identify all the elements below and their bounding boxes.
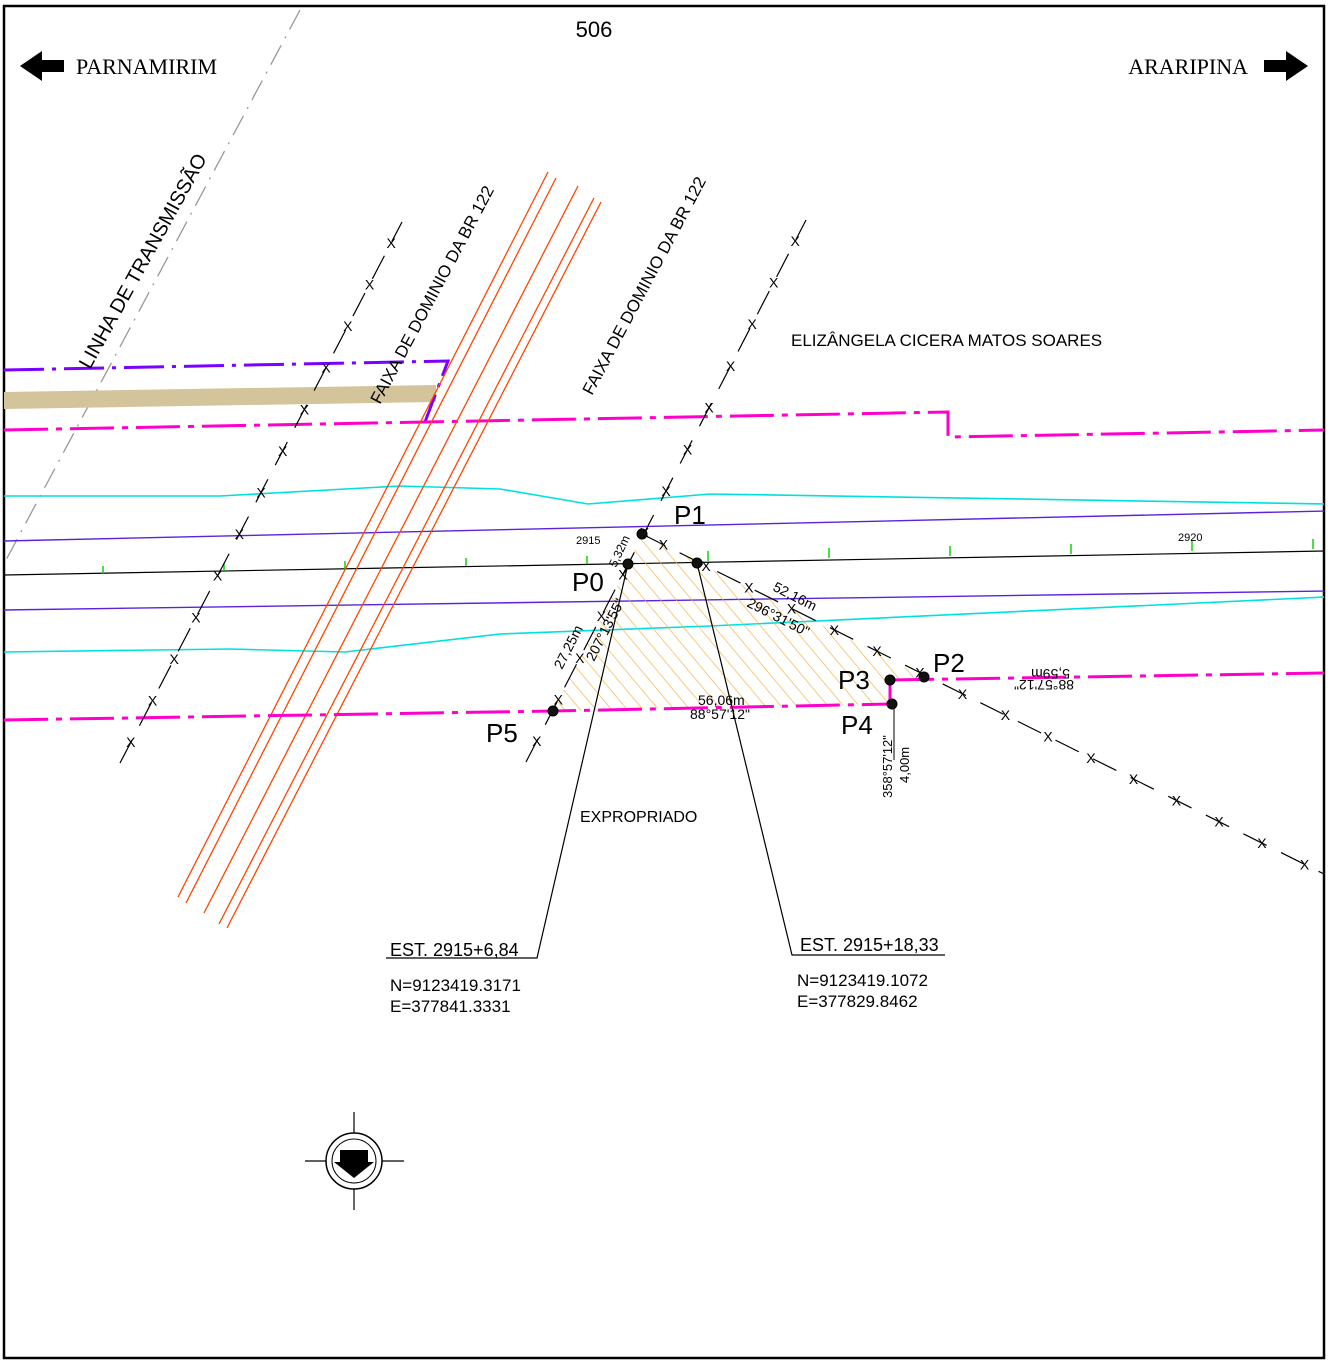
fence-x-mark: X <box>321 360 331 376</box>
callout-right-station: EST. 2915+18,33 <box>800 935 939 955</box>
fence-x-mark: X <box>1300 856 1310 872</box>
fence-x-mark: X <box>213 568 223 584</box>
road-line-cyan-top <box>4 485 1324 505</box>
fence-x-mark: X <box>148 693 158 709</box>
p4-p5-bearing: 88°57'12" <box>690 706 750 722</box>
fence-x-mark: X <box>1001 707 1011 723</box>
fence-x-mark: X <box>915 665 925 681</box>
tan-band <box>4 385 436 409</box>
fence-x-mark: X <box>532 733 542 749</box>
point-p4-label: P4 <box>841 710 873 740</box>
p2-p3-bearing: 88°57'12" <box>1014 677 1074 693</box>
fence-line-right <box>525 219 807 763</box>
property-line-right <box>889 671 1324 682</box>
callout-right-east: E=377829.8462 <box>797 992 918 1011</box>
direction-right-label: ARARIPINA <box>1128 54 1248 79</box>
point-p3-label: P3 <box>838 665 870 695</box>
fence-x-mark: X <box>661 483 671 499</box>
fence-x-mark: X <box>769 275 779 291</box>
survey-points <box>547 528 930 717</box>
fence-x-mark: X <box>597 608 607 624</box>
purple-boundary <box>4 359 451 423</box>
fence-x-mark: X <box>191 609 201 625</box>
point-p1-marker[interactable] <box>636 528 648 540</box>
road-edge-blue-top <box>4 510 1324 542</box>
owner-label: ELIZÂNGELA CICERA MATOS SOARES <box>791 331 1102 350</box>
p3-p4-distance: 4,00m <box>897 747 912 783</box>
fence-x-mark: X <box>726 358 736 374</box>
fence-x-mark: X <box>704 400 714 416</box>
fence-marks: X X X X X X X X X X X X X X X X X X X X X X X X X X X X X X X X X X X X X X X X… <box>126 233 1310 872</box>
fence-x-mark: X <box>1129 771 1139 787</box>
property-line-bottom <box>4 702 891 722</box>
centerline-marker[interactable] <box>691 557 703 569</box>
fence-x-mark: X <box>365 276 375 292</box>
map-frame <box>2 4 1326 1360</box>
fence-x-mark: X <box>387 235 397 251</box>
right-of-way-label-left: FAIXA DE DOMINIO DA BR 122 <box>367 183 498 407</box>
fence-x-mark: X <box>1086 750 1096 766</box>
fence-x-mark: X <box>343 318 353 334</box>
fence-line-diagonal <box>641 533 1324 875</box>
callout-left-east: E=377841.3331 <box>390 997 511 1016</box>
callout-leader-left <box>386 563 629 959</box>
fence-x-mark: X <box>958 686 968 702</box>
arrow-right-icon <box>1264 51 1308 81</box>
fence-x-mark: X <box>278 443 288 459</box>
fence-x-mark: X <box>659 537 669 553</box>
fence-x-mark: X <box>830 622 840 638</box>
fence-x-mark: X <box>300 401 310 417</box>
fence-x-mark: X <box>170 651 180 667</box>
callout-right-north: N=9123419.1072 <box>797 971 928 990</box>
fence-x-mark: X <box>618 566 628 582</box>
point-p0-label: P0 <box>572 567 604 597</box>
callout-left-north: N=9123419.3171 <box>390 976 521 995</box>
point-p0-marker[interactable] <box>622 558 634 570</box>
property-line-top <box>4 410 1324 439</box>
point-p2-label: P2 <box>933 648 965 678</box>
fence-x-mark: X <box>575 650 585 666</box>
fence-x-mark: X <box>126 734 136 750</box>
road-lines-orange <box>177 171 602 929</box>
fence-x-mark: X <box>683 441 693 457</box>
fence-x-mark: X <box>748 316 758 332</box>
transmission-line <box>5 9 301 561</box>
point-p5-marker[interactable] <box>547 705 559 717</box>
fence-x-mark: X <box>872 643 882 659</box>
fence-x-mark: X <box>256 485 266 501</box>
fence-x-mark: X <box>554 692 564 708</box>
expropriated-area <box>553 534 924 711</box>
point-p2-marker[interactable] <box>918 671 930 683</box>
station-2920-label: 2920 <box>1178 532 1202 544</box>
point-p1-label: P1 <box>674 500 706 530</box>
callout-leader-right <box>696 562 945 956</box>
fence-x-mark: X <box>1257 835 1267 851</box>
point-p3-marker[interactable] <box>884 674 896 686</box>
fence-x-mark: X <box>791 233 801 249</box>
direction-left-label: PARNAMIRIM <box>76 54 217 79</box>
fence-x-mark: X <box>1043 729 1053 745</box>
point-p4-marker[interactable] <box>886 698 898 710</box>
fence-x-mark: X <box>1214 814 1224 830</box>
fence-x-mark: X <box>787 601 797 617</box>
fence-x-mark: X <box>701 558 711 574</box>
fence-x-mark: X <box>1172 792 1182 808</box>
p2-p3-distance: 5,59m <box>1031 666 1070 682</box>
sheet-number: 506 <box>576 17 613 42</box>
fence-x-mark: X <box>744 579 754 595</box>
north-arrow-icon <box>305 1112 404 1210</box>
expropriated-label: EXPROPRIADO <box>580 809 697 826</box>
p3-p4-bearing: 358°57'12" <box>880 735 895 798</box>
arrow-left-icon <box>20 51 64 81</box>
point-p5-label: P5 <box>486 718 518 748</box>
transmission-line-label: LINHA DE TRANSMISSÃO <box>73 149 211 372</box>
callout-left-station: EST. 2915+6,84 <box>390 940 519 960</box>
fence-line-left <box>119 221 403 764</box>
p4-p5-distance: 56,06m <box>698 692 745 708</box>
station-2915-label: 2915 <box>576 535 600 547</box>
fence-x-mark: X <box>235 526 245 542</box>
